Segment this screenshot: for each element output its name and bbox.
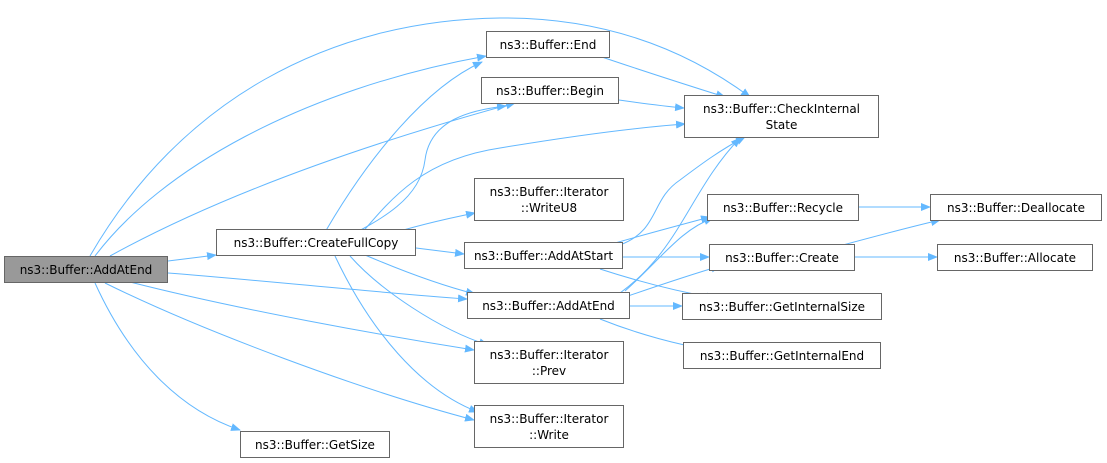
node-recycle[interactable]: ns3::Buffer::Recycle xyxy=(707,194,859,221)
node-end[interactable]: ns3::Buffer::End xyxy=(486,31,610,58)
edge-addatend-to-recycle xyxy=(624,217,714,292)
node-get-internal-size[interactable]: ns3::Buffer::GetInternalSize xyxy=(682,293,882,320)
edge-root-to-write xyxy=(104,282,475,422)
node-get-size[interactable]: ns3::Buffer::GetSize xyxy=(240,431,390,458)
edge-createfullcopy-to-write xyxy=(334,255,479,413)
edge-createfullcopy-to-prev xyxy=(349,255,489,347)
edge-createfullcopy-to-addatend xyxy=(364,254,476,296)
edge-end-to-checkinternalstate xyxy=(592,53,726,99)
edge-createfullcopy-to-begin xyxy=(339,103,507,242)
node-iterator-prev[interactable]: ns3::Buffer::Iterator ::Prev xyxy=(474,341,624,384)
edge-root-to-getsize xyxy=(94,282,241,431)
node-create-full-copy[interactable]: ns3::Buffer::CreateFullCopy xyxy=(216,229,416,256)
edge-addatstart-to-recycle xyxy=(614,215,711,244)
node-add-at-end-root: ns3::Buffer::AddAtEnd xyxy=(4,256,168,283)
node-get-internal-end[interactable]: ns3::Buffer::GetInternalEnd xyxy=(683,342,881,369)
edge-root-to-addatend xyxy=(167,272,468,303)
edge-root-to-prev xyxy=(129,281,475,353)
edge-addatend-to-create xyxy=(627,264,721,297)
node-create[interactable]: ns3::Buffer::Create xyxy=(709,244,855,271)
edge-root-to-createfullcopy xyxy=(167,252,217,262)
edge-root-to-begin xyxy=(109,101,516,257)
node-iterator-write[interactable]: ns3::Buffer::Iterator ::Write xyxy=(474,405,624,448)
node-allocate[interactable]: ns3::Buffer::Allocate xyxy=(937,244,1093,271)
node-check-internal-state[interactable]: ns3::Buffer::CheckInternal State xyxy=(684,95,879,138)
node-deallocate[interactable]: ns3::Buffer::Deallocate xyxy=(930,194,1102,221)
node-add-at-end[interactable]: ns3::Buffer::AddAtEnd xyxy=(467,292,630,319)
edge-createfullcopy-to-addatstart xyxy=(415,247,465,257)
node-add-at-start[interactable]: ns3::Buffer::AddAtStart xyxy=(464,242,623,269)
edge-begin-to-checkinternalstate xyxy=(618,99,685,112)
edge-createfullcopy-to-end xyxy=(319,61,483,242)
edge-create-to-deallocate xyxy=(842,218,941,246)
node-iterator-write-u8[interactable]: ns3::Buffer::Iterator ::WriteU8 xyxy=(474,178,624,221)
edge-addatstart-to-checkinternalstate xyxy=(619,136,746,246)
edge-createfullcopy-to-checkinternalstate xyxy=(354,120,686,242)
edge-root-to-checkinternalstate xyxy=(89,17,751,257)
node-begin[interactable]: ns3::Buffer::Begin xyxy=(481,77,619,104)
edge-root-to-end xyxy=(94,53,487,257)
